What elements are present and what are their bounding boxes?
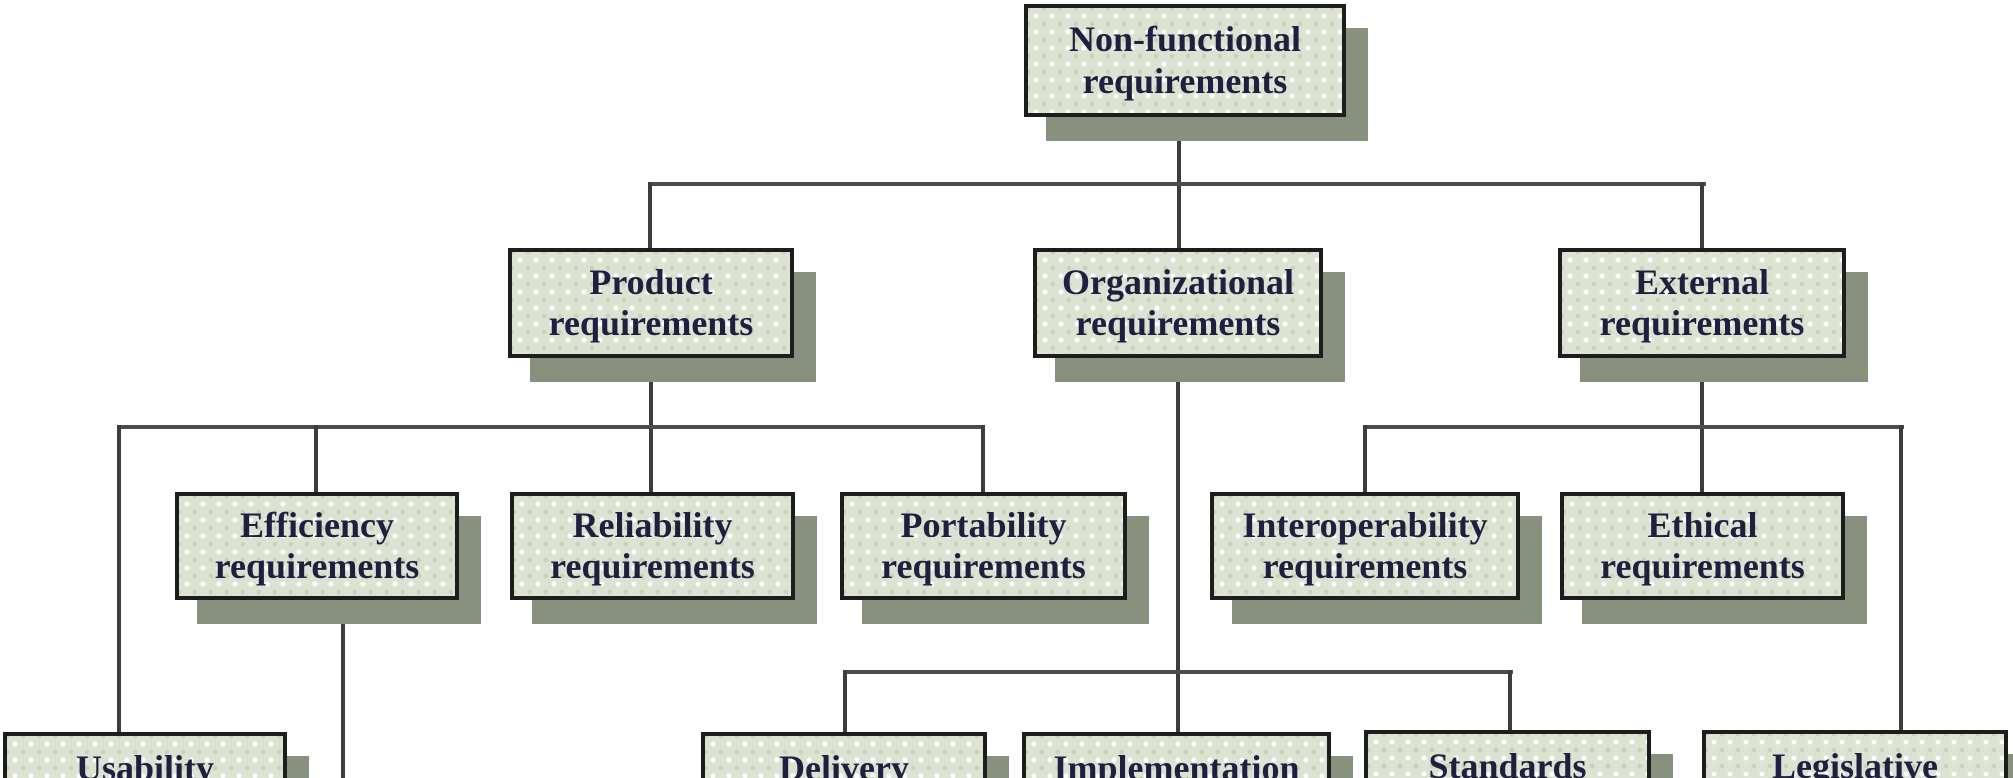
node-ethical-requirements: Ethical requirements [1560,492,1845,600]
node-organizational-requirements: Organizational requirements [1033,248,1323,358]
node-interoperability-requirements: Interoperability requirements [1210,492,1520,600]
connector-external-branch-horizontal [1365,425,1904,429]
node-label: Ethical requirements [1600,504,1805,586]
connector-to-portability [981,425,985,492]
node-product-requirements: Product requirements [508,248,794,358]
node-label: Organizational requirements [1062,261,1294,343]
node-label: Non-functional requirements [1068,19,1302,101]
node-label: Interoperability requirements [1242,504,1488,586]
node-efficiency-requirements: Efficiency requirements [175,492,459,600]
connector-to-interoperability [1363,425,1367,492]
connector-to-efficiency [314,425,318,492]
node-label: Delivery [779,748,909,778]
connector-to-standards [1508,670,1512,730]
connector-to-delivery [843,670,847,732]
node-label: External requirements [1599,261,1805,343]
node-label: Product requirements [548,261,754,343]
node-standards-requirements: Standards [1364,730,1651,778]
connector-to-external [1700,182,1704,248]
connector-organizational-branch-horizontal [845,670,1513,674]
node-label: Legislative [1772,746,1938,778]
node-delivery-requirements: Delivery [701,732,987,778]
connector-to-product [648,182,652,248]
node-reliability-requirements: Reliability requirements [510,492,795,600]
node-portability-requirements: Portability requirements [840,492,1127,600]
node-legislative-requirements: Legislative [1702,730,2008,778]
node-label: Implementation [1053,748,1300,778]
node-external-requirements: External requirements [1558,248,1846,358]
node-label: Usability [75,748,215,778]
node-label: Standards [1428,746,1587,778]
connector-product-branch-horizontal [117,425,985,429]
node-non-functional-requirements: Non-functional requirements [1024,4,1346,117]
node-usability-requirements: Usability [3,732,287,778]
node-label: Portability requirements [881,504,1086,586]
node-label: Reliability requirements [550,504,755,586]
connector-to-legislative [1899,425,1903,730]
connector-organizational-to-implementation [1176,358,1180,732]
node-implementation-requirements: Implementation [1022,732,1331,778]
connector-level1-horizontal [650,182,1706,186]
node-label: Efficiency requirements [214,504,420,586]
connector-efficiency-children [341,600,345,778]
connector-to-usability [117,425,121,732]
